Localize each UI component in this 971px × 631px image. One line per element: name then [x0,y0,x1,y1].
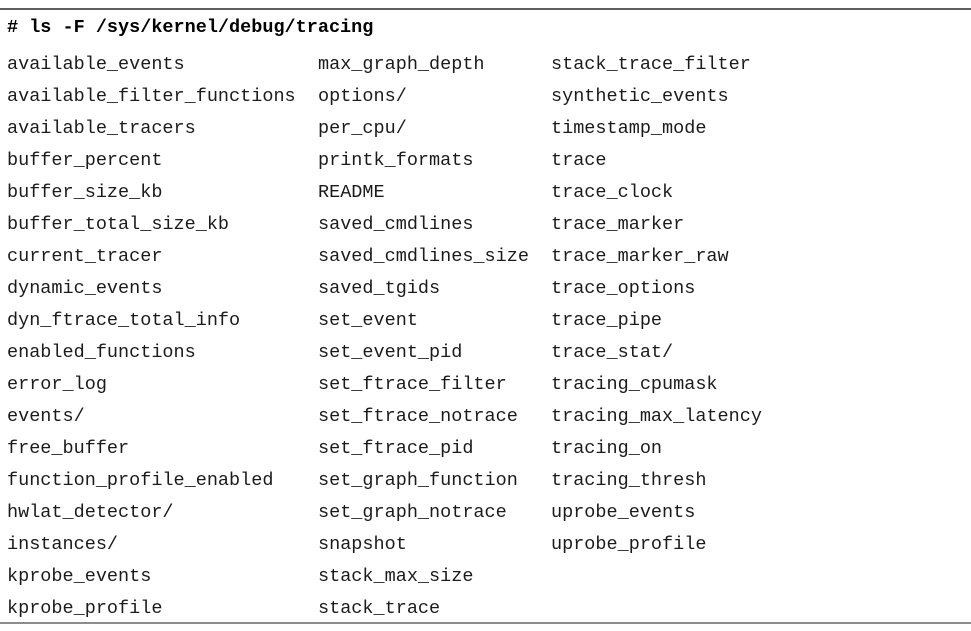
listing-column-1: available_events available_filter_functio… [7,49,296,625]
listing-entry: timestamp_mode [551,118,707,139]
listing-entry: buffer_total_size_kb [7,214,230,235]
listing-entry: stack_trace [318,598,441,619]
command-line: # ls -F /sys/kernel/debug/tracing [7,17,374,38]
listing-entry: enabled_functions [7,342,196,363]
listing-entry: per_cpu/ [318,118,407,139]
listing-entry: kprobe_profile [7,598,163,619]
top-rule-divider [0,8,971,10]
listing-entry: events/ [7,406,85,427]
listing-entry: snapshot [318,534,407,555]
listing-entry: synthetic_events [551,86,729,107]
listing-entry: dyn_ftrace_total_info [7,310,241,331]
listing-entry: saved_tgids [318,278,441,299]
listing-entry: dynamic_events [7,278,163,299]
listing-entry: available_events [7,54,185,75]
listing-entry: free_buffer [7,438,130,459]
listing-entry: buffer_percent [7,150,163,171]
listing-entry: current_tracer [7,246,163,267]
listing-entry: tracing_max_latency [551,406,762,427]
listing-entry: trace_marker [551,214,685,235]
listing-entry: set_event_pid [318,342,463,363]
listing-entry: set_event [318,310,418,331]
listing-entry: uprobe_events [551,502,696,523]
listing-entry: kprobe_events [7,566,152,587]
listing-entry: saved_cmdlines_size [318,246,529,267]
bottom-rule-divider [0,622,971,624]
listing-entry: trace_clock [551,182,674,203]
listing-entry: set_ftrace_pid [318,438,474,459]
listing-entry: saved_cmdlines [318,214,474,235]
listing-entry: set_ftrace_filter [318,374,507,395]
listing-entry: stack_trace_filter [551,54,751,75]
listing-entry: uprobe_profile [551,534,707,555]
listing-entry: set_ftrace_notrace [318,406,518,427]
listing-entry: trace_options [551,278,696,299]
listing-entry: trace_stat/ [551,342,674,363]
listing-entry: trace_pipe [551,310,663,331]
listing-entry: available_tracers [7,118,196,139]
listing-entry: instances/ [7,534,119,555]
listing-entry: error_log [7,374,107,395]
listing-entry: trace [551,150,607,171]
listing-column-2: max_graph_depth options/per_cpu/printk_fo… [318,49,529,625]
listing-entry: hwlat_detector/ [7,502,174,523]
listing-entry: options/ [318,86,407,107]
listing-entry: function_profile_enabled [7,470,274,491]
listing-entry: max_graph_depth [318,54,485,75]
listing-entry: set_graph_function [318,470,518,491]
listing-entry: README [318,182,385,203]
listing-entry: tracing_thresh [551,470,707,491]
listing-entry: set_graph_notrace [318,502,507,523]
listing-entry: trace_marker_raw [551,246,729,267]
listing-entry: tracing_on [551,438,663,459]
listing-entry: stack_max_size [318,566,474,587]
listing-entry: tracing_cpumask [551,374,718,395]
listing-entry: printk_formats [318,150,474,171]
listing-entry: buffer_size_kb [7,182,163,203]
listing-entry: available_filter_functions [7,86,296,107]
